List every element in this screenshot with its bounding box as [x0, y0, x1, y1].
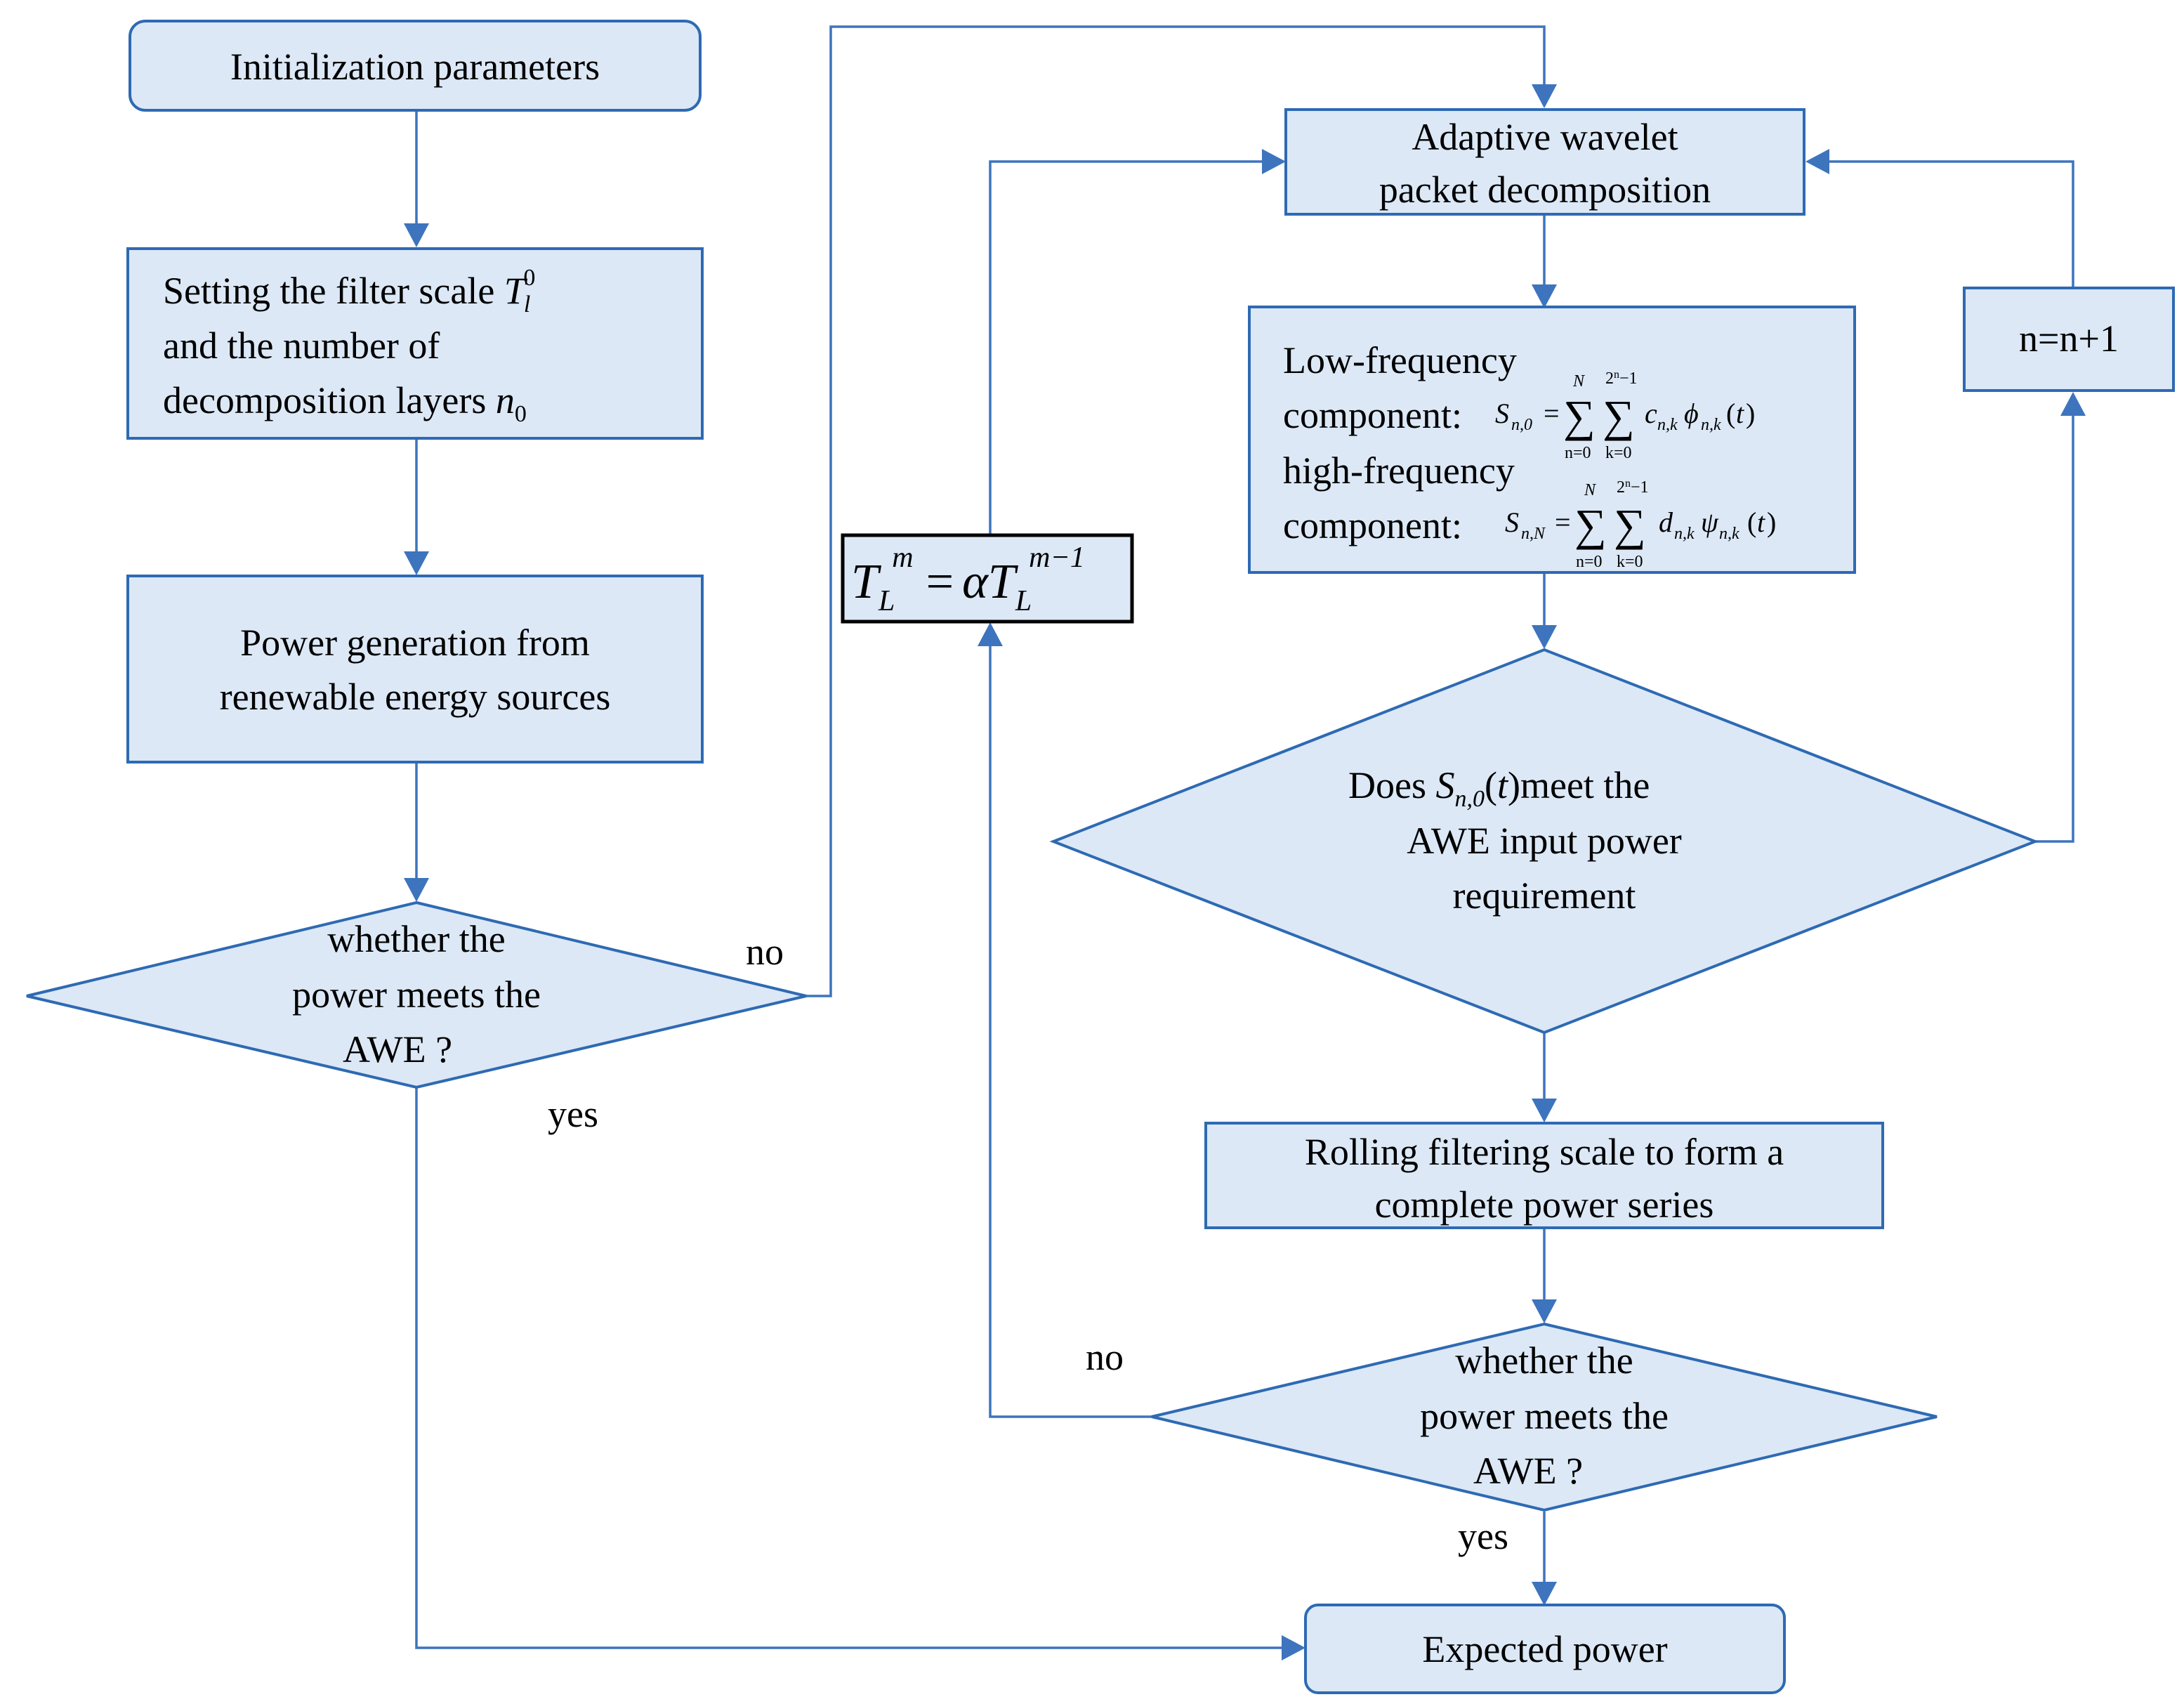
power-gen-line1: Power generation from — [240, 622, 590, 664]
svg-text:n,k: n,k — [1701, 416, 1721, 434]
decision3-line3: AWE ? — [1473, 1450, 1583, 1492]
node-adaptive-wavelet: Adaptive wavelet packet decomposition — [1284, 108, 1805, 216]
arrow-formula-to-awpd — [989, 149, 1286, 534]
node-nplus: n=n+1 — [1963, 287, 2175, 392]
svg-text:=: = — [1555, 506, 1571, 538]
decision3-line2: power meets the — [1420, 1395, 1669, 1437]
arrow-decision1-yes-to-expected — [415, 1087, 1305, 1660]
low-freq-line1: Low-frequency — [1283, 339, 1517, 381]
decision2-line3: requirement — [1453, 874, 1636, 917]
svg-text:S: S — [1505, 506, 1519, 538]
svg-text:∑: ∑ — [1574, 500, 1607, 550]
rolling-line1: Rolling filtering scale to form a — [1305, 1131, 1784, 1173]
node-expected-power: Expected power — [1304, 1604, 1786, 1694]
svg-text:n,0: n,0 — [1511, 416, 1532, 434]
decision2-line1-pre: Does — [1348, 764, 1435, 806]
high-freq-line1: high-frequency — [1283, 450, 1515, 492]
svg-text:N: N — [1572, 372, 1586, 391]
svg-text:2n−1: 2n−1 — [1617, 478, 1649, 497]
setting-line2: and the number of — [163, 325, 440, 367]
arrow-power-gen-to-decision1 — [404, 762, 429, 902]
decision2-line2: AWE input power — [1407, 820, 1682, 862]
svg-text:Does Sn,0(t)meet the: Does Sn,0(t)meet the — [1348, 764, 1650, 812]
arrow-setting-to-power-gen — [404, 438, 429, 575]
svg-text:n=0: n=0 — [1565, 444, 1591, 462]
setting-line1: Setting the filter scale — [163, 270, 504, 312]
decision3-no-label: no — [1086, 1336, 1124, 1378]
svg-text:∑: ∑ — [1603, 391, 1635, 441]
arrow-nplus-to-awpd — [1805, 149, 2074, 287]
svg-text:=: = — [1544, 398, 1560, 429]
svg-text:c: c — [1645, 398, 1657, 429]
svg-text:n,N: n,N — [1521, 525, 1546, 543]
svg-text:): ) — [1746, 398, 1755, 429]
decision-1: whether the power meets the AWE ? — [26, 900, 807, 1089]
setting-line3: decomposition layers — [163, 379, 496, 421]
decision1-no-label: no — [746, 931, 784, 973]
node-power-generation: Power generation from renewable energy s… — [126, 575, 704, 763]
svg-text:(: ( — [1747, 506, 1756, 538]
expected-label: Expected power — [1422, 1628, 1667, 1670]
svg-text:decomposition layers n0: decomposition layers n0 — [163, 379, 527, 427]
arrow-decision2-to-rolling — [1532, 1033, 1557, 1122]
arrow-init-to-setting — [404, 110, 429, 247]
svg-text:t: t — [1757, 506, 1765, 538]
svg-text:S: S — [1495, 398, 1509, 429]
decision1-yes-label: yes — [548, 1093, 598, 1135]
svg-text:n=0: n=0 — [1576, 553, 1603, 571]
high-freq-line2: component — [1283, 504, 1452, 546]
node-setting: Setting the filter scale Tl0 and the num… — [126, 247, 704, 440]
arrow-awpd-to-components — [1532, 214, 1557, 308]
arrow-decision1-no-to-awpd — [806, 25, 1557, 997]
svg-text:2n−1: 2n−1 — [1605, 369, 1638, 388]
low-freq-formula: S n,0 = ∑ N n=0 ∑ 2n−1 k=0 c n,k ϕ n,k (… — [1495, 369, 1755, 462]
svg-text:component:: component: — [1283, 504, 1462, 546]
svg-text:ϕ: ϕ — [1684, 398, 1699, 429]
node-rolling: Rolling filtering scale to form a comple… — [1204, 1122, 1884, 1229]
init-label: Initialization parameters — [230, 46, 600, 88]
svg-text:n,k: n,k — [1719, 525, 1739, 543]
rolling-line2: complete power series — [1375, 1184, 1714, 1226]
decision1-line1: whether the — [327, 918, 505, 960]
arrow-rolling-to-decision3 — [1532, 1228, 1557, 1323]
svg-text:N: N — [1584, 481, 1597, 499]
awpd-line1: Adaptive wavelet — [1412, 116, 1678, 158]
svg-text:ψ: ψ — [1701, 506, 1719, 538]
svg-text:d: d — [1659, 506, 1673, 538]
svg-text:): ) — [1767, 506, 1776, 538]
arrow-decision3-no-to-formula — [978, 622, 1152, 1418]
svg-text:k=0: k=0 — [1617, 553, 1643, 571]
svg-text:component:: component: — [1283, 394, 1462, 436]
node-update-formula: TLm=αTLm−1 — [841, 533, 1134, 624]
decision-3: whether the power meets the AWE ? — [1151, 1322, 1938, 1512]
svg-text:Setting the filter scale Tl0: Setting the filter scale Tl0 — [163, 265, 535, 317]
power-gen-line2: renewable energy sources — [220, 676, 611, 718]
awpd-line2: packet decomposition — [1379, 169, 1711, 211]
decision2-line1-post: meet the — [1520, 764, 1650, 806]
low-freq-line2: component — [1283, 394, 1452, 436]
svg-text:n,k: n,k — [1657, 416, 1678, 434]
high-freq-formula: S n,N = ∑ N n=0 ∑ 2n−1 k=0 d n,k ψ n,k (… — [1505, 478, 1776, 571]
decision3-line1: whether the — [1455, 1339, 1633, 1382]
svg-text:k=0: k=0 — [1605, 444, 1632, 462]
svg-text:∑: ∑ — [1563, 391, 1596, 441]
decision1-line2: power meets the — [292, 974, 541, 1016]
svg-text:TLm=αTLm−1: TLm=αTLm−1 — [851, 542, 1085, 617]
nplus-label: n=n+1 — [2019, 317, 2119, 360]
svg-text:t: t — [1736, 398, 1744, 429]
node-components: Low-frequency component: high-frequency … — [1248, 306, 1856, 574]
decision3-yes-label: yes — [1458, 1515, 1508, 1557]
decision-2: Does Sn,0(t)meet the AWE input power req… — [1049, 648, 2039, 1035]
svg-text:∑: ∑ — [1614, 500, 1646, 550]
arrow-components-to-decision2 — [1532, 572, 1557, 649]
node-initialization: Initialization parameters — [129, 20, 702, 112]
svg-text:n,k: n,k — [1674, 525, 1695, 543]
arrow-decision2-to-nplus — [2035, 392, 2086, 843]
arrow-decision3-to-expected — [1532, 1512, 1557, 1606]
decision1-line3: AWE ? — [343, 1028, 452, 1070]
svg-text:(: ( — [1726, 398, 1735, 429]
